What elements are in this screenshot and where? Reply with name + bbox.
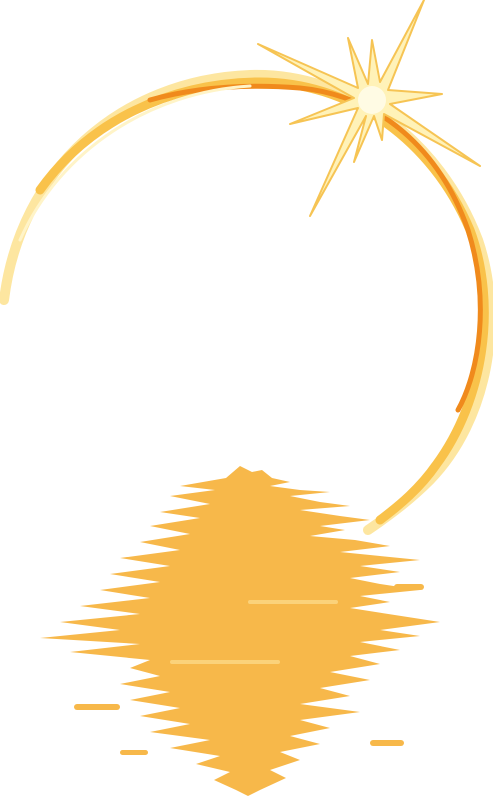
ripple-light-1 bbox=[248, 600, 338, 604]
sun-arc bbox=[0, 69, 493, 535]
reflection-body bbox=[40, 466, 440, 796]
water-reflection-icon bbox=[40, 466, 440, 796]
ripple-left-1 bbox=[74, 704, 120, 710]
starburst-flare-icon bbox=[257, 0, 481, 217]
ripple-right-1 bbox=[394, 584, 424, 590]
flare-core bbox=[358, 86, 386, 114]
ripple-left-2 bbox=[120, 750, 148, 755]
ripple-right-2 bbox=[370, 740, 404, 746]
arc-highlight bbox=[18, 84, 252, 242]
ripple-light-2 bbox=[170, 660, 280, 664]
